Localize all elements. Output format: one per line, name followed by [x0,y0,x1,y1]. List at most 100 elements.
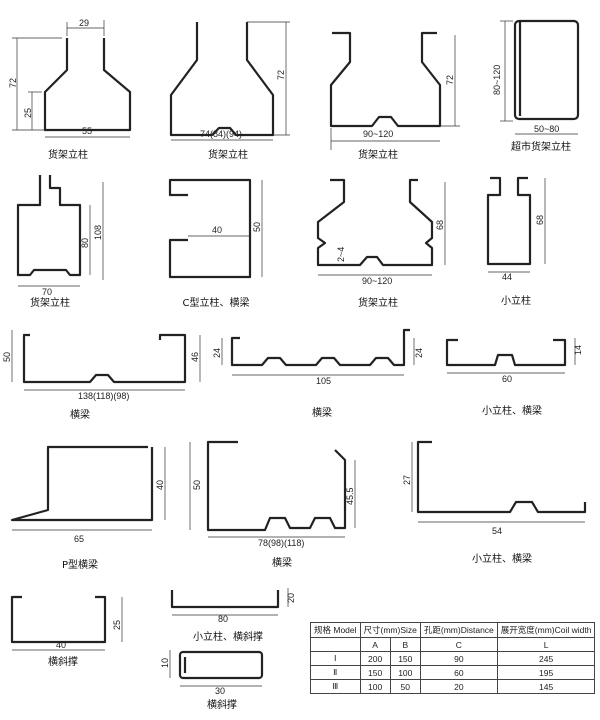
svg-text:40: 40 [56,640,66,650]
svg-text:2~4: 2~4 [336,247,346,262]
svg-text:60: 60 [502,374,512,384]
svg-text:横梁: 横梁 [312,406,332,419]
table-header-row: 规格 Model 尺寸(mm)Size 孔距(mm)Distance 展开宽度(… [310,622,596,638]
svg-text:138(118)(98): 138(118)(98) [78,391,129,401]
svg-text:货架立柱: 货架立柱 [358,148,398,161]
svg-text:78(98)(118): 78(98)(118) [258,538,304,548]
svg-text:54: 54 [492,526,502,536]
table-cell: 245 [496,651,596,666]
table-cell: Ⅲ [310,679,361,694]
svg-text:46: 46 [190,352,200,362]
table-cell: 200 [359,651,391,666]
svg-text:80: 80 [218,614,228,624]
subheader-cell [310,637,361,652]
svg-text:小立柱: 小立柱 [501,294,531,307]
svg-text:横斜撑: 横斜撑 [207,698,237,711]
svg-text:P型横梁: P型横梁 [62,558,98,571]
table-cell: 90 [419,651,498,666]
svg-text:45.5: 45.5 [345,487,355,505]
svg-text:44: 44 [502,272,512,282]
svg-text:68: 68 [435,220,445,230]
svg-text:小立柱、横梁: 小立柱、横梁 [472,552,532,565]
svg-text:80~120: 80~120 [492,65,502,95]
profile-15: 25 40 横斜撑 [10,595,123,668]
svg-text:小立柱、横斜撑: 小立柱、横斜撑 [193,630,263,643]
table-cell: Ⅰ [310,651,361,666]
table-row: Ⅱ 150 100 60 195 [310,665,596,680]
svg-text:小立柱、横梁: 小立柱、横梁 [482,404,542,417]
profile-5: 108 80 70 货架立柱 [16,175,104,309]
svg-text:14: 14 [573,345,583,355]
profile-6: 40 50 C型立柱、横梁 [168,178,263,309]
svg-text:30: 30 [215,686,225,696]
table-cell: 20 [419,679,498,694]
profile-16: 20 80 小立柱、横斜撑 [170,588,296,643]
table-cell: 150 [359,665,391,680]
svg-text:40: 40 [155,480,165,490]
svg-text:50: 50 [2,352,12,362]
header-size: 尺寸(mm)Size [359,622,421,638]
table-cell: 150 [389,651,421,666]
profile-10: 24 24 105 横梁 [212,328,424,419]
subheader-cell: L [496,637,596,652]
table-cell: Ⅱ [310,665,361,680]
svg-text:80: 80 [80,238,90,248]
svg-text:27: 27 [402,475,412,485]
svg-text:108: 108 [93,225,103,240]
table-cell: 195 [496,665,596,680]
table-cell: 100 [389,665,421,680]
table-subheader-row: A B C L [310,637,596,652]
svg-text:横梁: 横梁 [272,556,292,569]
svg-text:货架立柱: 货架立柱 [358,296,398,309]
svg-text:横斜撑: 横斜撑 [48,655,78,668]
header-distance: 孔距(mm)Distance [419,622,498,638]
svg-text:横梁: 横梁 [70,408,90,421]
profile-14: 27 54 小立柱、横梁 [402,440,587,565]
table-cell: 100 [359,679,391,694]
profile-3: 72 90~120 货架立柱 [329,31,460,161]
subheader-cell: A [359,637,391,652]
profile-1: 29 72 25 55 货架立柱 [8,18,132,161]
header-model: 规格 Model [310,622,361,638]
svg-text:29: 29 [79,18,89,28]
profile-17: 10 30 横斜撑 [160,650,264,711]
profile-11: 14 60 小立柱、横梁 [445,338,583,417]
svg-text:货架立柱: 货架立柱 [30,296,70,309]
svg-text:55: 55 [82,126,92,136]
svg-text:74(84)(94): 74(84)(94) [200,129,242,139]
specification-table: 规格 Model 尺寸(mm)Size 孔距(mm)Distance 展开宽度(… [310,622,596,694]
table-row: Ⅲ 100 50 20 145 [310,679,596,694]
profile-4: 80~120 50~80 超市货架立柱 [492,19,580,153]
table-row: Ⅰ 200 150 90 245 [310,651,596,666]
profile-7: 68 2~4 90~120 货架立柱 [316,178,446,309]
profile-8: 68 44 小立柱 [486,176,546,307]
svg-text:24: 24 [414,348,424,358]
svg-text:70: 70 [42,287,52,297]
svg-text:货架立柱: 货架立柱 [208,148,248,161]
table-cell: 145 [496,679,596,694]
svg-text:50: 50 [192,480,202,490]
svg-text:72: 72 [8,78,18,88]
profile-12: 40 65 P型横梁 [10,445,166,571]
svg-text:20: 20 [286,593,296,603]
svg-text:货架立柱: 货架立柱 [48,148,88,161]
svg-text:25: 25 [23,108,33,118]
profile-2: 72 74(84)(94) 货架立柱 [169,21,290,161]
svg-text:105: 105 [316,376,331,386]
subheader-cell: C [419,637,498,652]
svg-text:超市货架立柱: 超市货架立柱 [511,140,571,153]
svg-text:72: 72 [276,70,286,80]
profile-9: 50 46 138(118)(98) 横梁 [2,330,201,421]
svg-text:C型立柱、横梁: C型立柱、横梁 [183,296,250,309]
svg-text:50: 50 [252,222,262,232]
svg-text:90~120: 90~120 [362,276,392,286]
svg-text:50~80: 50~80 [534,124,559,134]
profile-13: 50 45.5 78(98)(118) 横梁 [189,440,356,569]
svg-text:90~120: 90~120 [363,129,393,139]
header-coil-width: 展开宽度(mm)Coil width [496,622,596,638]
table-cell: 50 [389,679,421,694]
svg-text:24: 24 [212,348,222,358]
table-cell: 60 [419,665,498,680]
svg-text:65: 65 [74,534,84,544]
